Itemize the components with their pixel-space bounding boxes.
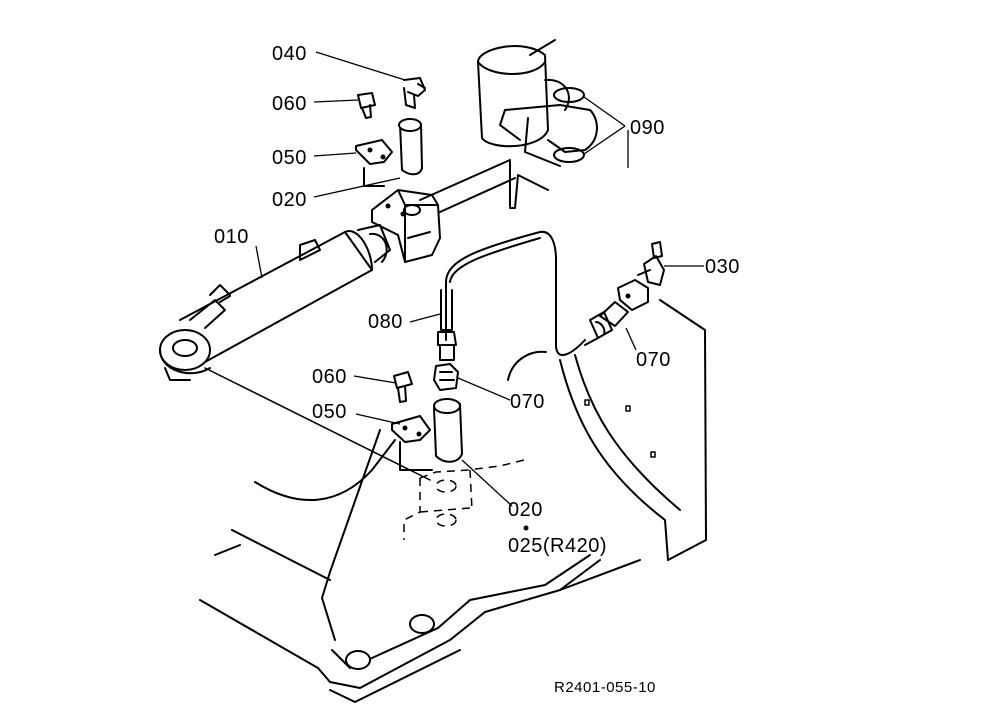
callout-090: 090 — [630, 117, 665, 139]
callout-050-top: 050 — [272, 147, 307, 169]
union-070-bottom — [433, 363, 459, 391]
elbow-fitting-030 — [637, 241, 665, 286]
bullet-dot — [523, 525, 529, 531]
callout-070-right: 070 — [636, 349, 671, 371]
lock-plate-050-top — [355, 139, 393, 165]
hydraulic-hose-080 — [440, 230, 586, 356]
pin-020-top — [363, 118, 423, 187]
leader-lines — [255, 51, 704, 507]
callout-070-bottom: 070 — [510, 391, 545, 413]
bolt-boss-mid — [409, 614, 435, 634]
callout-020-top: 020 — [272, 189, 307, 211]
o-ring-lower — [553, 147, 585, 163]
union-070-right — [584, 301, 629, 346]
rod-outline — [419, 117, 561, 213]
callout-020-bottom: 020 — [508, 499, 543, 521]
axle-frame — [199, 429, 641, 703]
callout-060-top: 060 — [272, 93, 307, 115]
bolt-060-top — [357, 92, 376, 119]
lock-plate-050-bottom — [391, 415, 433, 471]
axle-bore-dashed — [403, 459, 525, 540]
callout-010: 010 — [214, 226, 249, 248]
callout-025-r420: 025(R420) — [508, 535, 607, 557]
callout-030: 030 — [705, 256, 740, 278]
callout-080: 080 — [368, 311, 403, 333]
drawing-reference-number: R2401-055-10 — [554, 679, 656, 696]
fender-panel — [507, 299, 707, 561]
cylinder-clevis-bracket — [371, 189, 441, 263]
grease-nipple-040 — [403, 77, 426, 109]
callout-040: 040 — [272, 43, 307, 65]
pin-020-bottom — [433, 398, 463, 463]
callout-060-bottom: 060 — [312, 366, 347, 388]
bolt-060-bottom — [393, 371, 413, 403]
o-rings-090 — [553, 87, 585, 163]
hydraulic-cylinder-010 — [159, 224, 431, 481]
o-ring-upper — [553, 87, 585, 103]
steering-knuckle — [477, 39, 598, 153]
callout-050-bottom: 050 — [312, 401, 347, 423]
bolt-boss-left — [345, 650, 371, 670]
adapter-block — [617, 279, 649, 311]
hose-fitting-080 — [437, 331, 457, 361]
cylinder-rod-eye — [159, 329, 211, 371]
